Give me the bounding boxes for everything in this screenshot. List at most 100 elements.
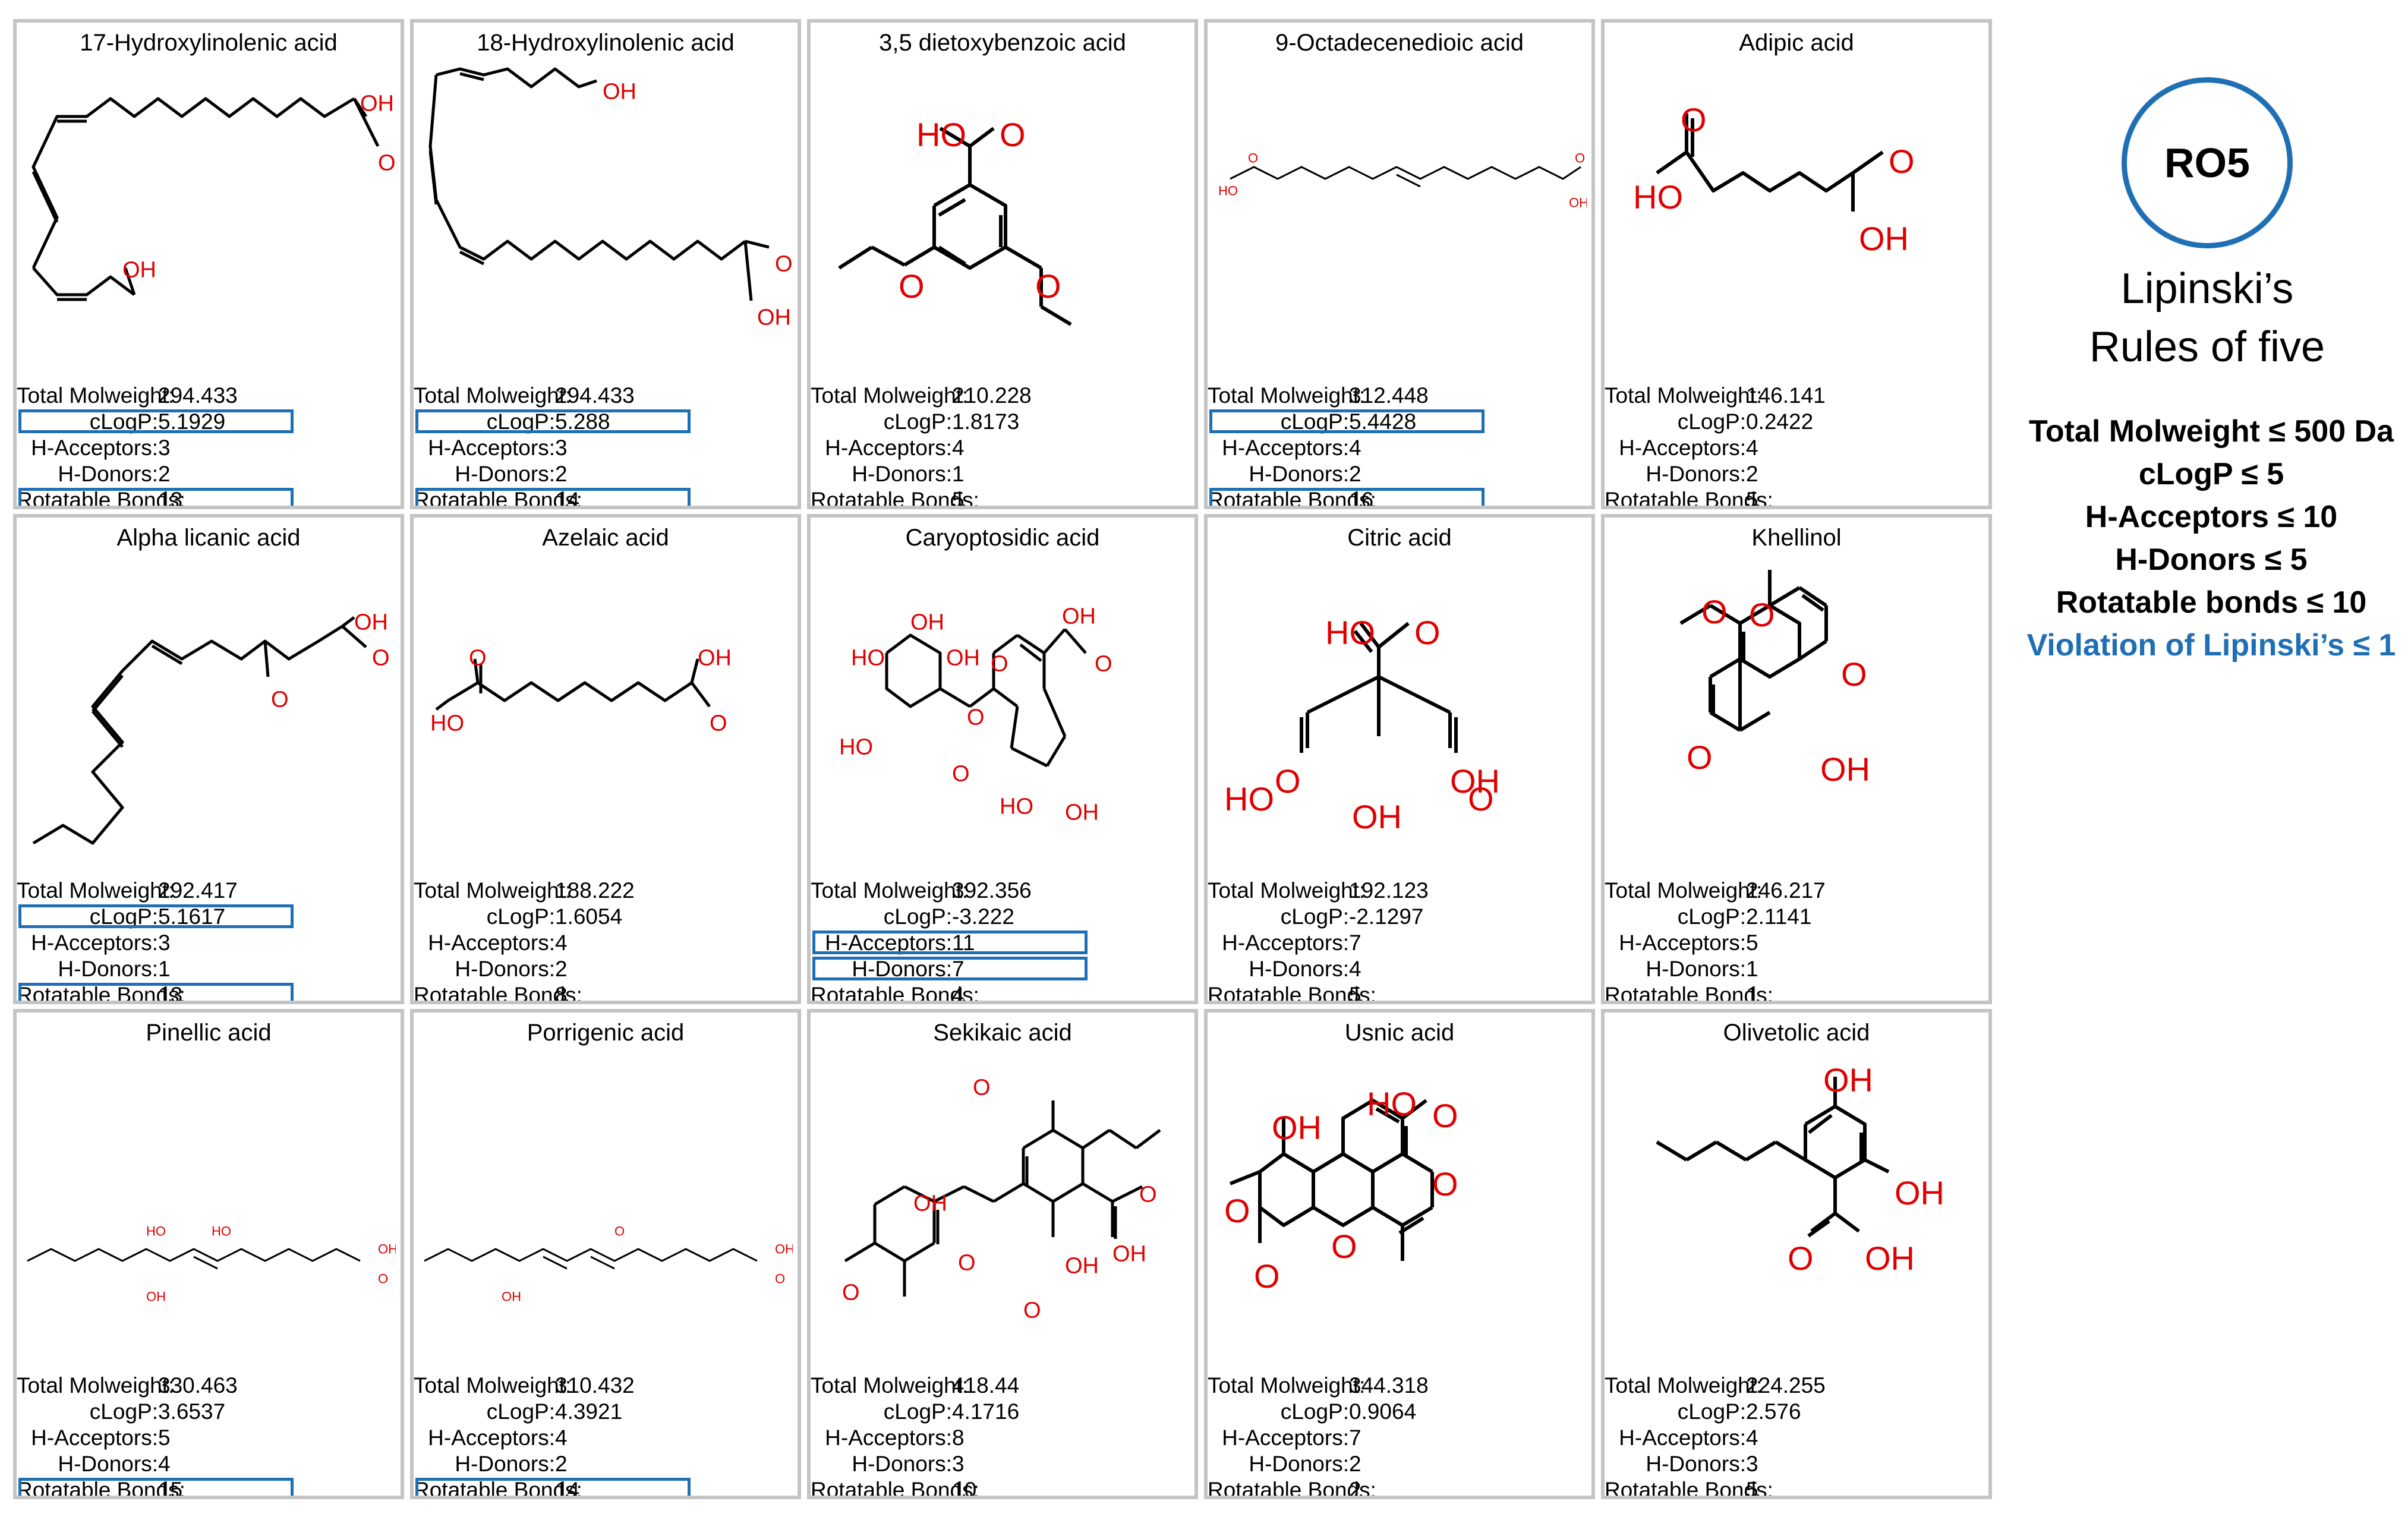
bond-chain — [1679, 604, 1712, 625]
property-clogp: cLogP:-3.222 — [811, 904, 1194, 930]
property-label: Total Molweight: — [17, 383, 175, 408]
property-value: 294.433 — [555, 383, 635, 408]
double-bond — [193, 1256, 218, 1270]
property-molweight: Total Molweight:392.356 — [811, 878, 1194, 904]
rule-clogp: cLogP ≤ 5 — [2138, 457, 2284, 491]
bond-chain — [1040, 305, 1072, 326]
property-value: 292.417 — [158, 878, 238, 903]
property-value: 2 — [158, 462, 171, 486]
compound-name: Citric acid — [1347, 525, 1452, 551]
bond — [435, 699, 449, 711]
property-value: 4 — [952, 983, 965, 1004]
atom-label: OH — [1865, 1240, 1915, 1277]
compound-name: Pinellic acid — [146, 1020, 272, 1046]
bond-chain — [32, 267, 135, 297]
property-molweight: Total Molweight:294.433 — [414, 383, 798, 409]
property-value: 7 — [1349, 1425, 1361, 1450]
property-h-donors: H-Donors:1 — [811, 461, 1194, 487]
atom-label: O — [1000, 116, 1026, 153]
bond-chain — [1064, 628, 1087, 654]
property-value: 10 — [952, 1478, 977, 1499]
property-h-acceptors: H-Acceptors:7 — [1208, 1425, 1591, 1451]
bond-chain — [903, 245, 935, 267]
bond-chain — [969, 127, 995, 148]
property-value: 1.8173 — [952, 409, 1020, 434]
double-bond — [92, 710, 124, 748]
atom-label: O — [1035, 267, 1061, 305]
property-clogp: cLogP:3.6537 — [17, 1399, 401, 1425]
atom-label: O — [1414, 614, 1441, 651]
property-value: 2 — [555, 957, 568, 981]
property-h-acceptors: H-Acceptors:4 — [1605, 435, 1988, 461]
property-h-acceptors: H-Acceptors:3 — [414, 435, 798, 461]
double-bond — [1396, 174, 1421, 188]
property-molweight: Total Molweight:224.255 — [1605, 1373, 1988, 1399]
compound-name: Caryoptosidic acid — [905, 525, 1100, 551]
property-h-acceptors: H-Acceptors:4 — [414, 930, 798, 956]
property-label: Total Molweight: — [811, 383, 969, 408]
atom-label: OH — [1823, 1061, 1873, 1099]
atom-label: OH — [1859, 220, 1909, 257]
property-value: 5 — [1746, 1478, 1758, 1499]
atom-label: O — [1687, 739, 1713, 776]
property-value: -3.222 — [952, 904, 1014, 929]
atom-label: OH — [698, 645, 732, 670]
property-label: Rotatable Bonds: — [811, 488, 979, 509]
atom-label: O — [1701, 593, 1728, 630]
property-label: H-Acceptors: — [1619, 1425, 1746, 1450]
atom-label: O — [1681, 101, 1707, 138]
property-value: 5 — [158, 1425, 171, 1450]
atom-label: HO — [1218, 184, 1238, 198]
property-value: 11 — [952, 931, 975, 955]
property-label: cLogP: — [486, 904, 555, 929]
bond — [341, 625, 367, 648]
property-value: 5.1617 — [158, 904, 226, 929]
compound-name: Usnic acid — [1344, 1020, 1455, 1046]
property-molweight: Total Molweight:146.141 — [1605, 383, 1988, 409]
ro5-legend: RO5 Lipinski’s Rules of five Total Molwe… — [2015, 0, 2408, 683]
atom-label: O — [1224, 1192, 1250, 1229]
property-value: 0.9064 — [1349, 1399, 1417, 1424]
property-label: H-Acceptors: — [1222, 436, 1349, 460]
property-clogp: cLogP:5.1617 — [17, 904, 401, 930]
property-value: 13 — [158, 488, 183, 509]
property-h-donors: H-Donors:2 — [414, 956, 798, 982]
property-value: 1 — [1746, 983, 1758, 1004]
atom-label: O — [775, 251, 793, 276]
atom-label: HO — [1367, 1085, 1417, 1122]
property-label: Rotatable Bonds: — [17, 983, 185, 1004]
double-bond — [543, 1256, 568, 1270]
property-value: 224.255 — [1746, 1373, 1826, 1398]
atom-label: O — [1749, 596, 1775, 633]
property-label: cLogP: — [1280, 409, 1349, 434]
bond-chain — [1709, 711, 1741, 732]
bond-chain — [874, 1241, 906, 1263]
atom-label: OH — [378, 1242, 396, 1257]
atom-label: OH — [1352, 798, 1402, 835]
property-label: H-Acceptors: — [428, 1425, 555, 1450]
property-label: cLogP: — [89, 409, 158, 434]
bond-chain — [1852, 150, 1884, 175]
bond-chain — [1045, 735, 1067, 767]
property-label: cLogP: — [89, 1399, 158, 1424]
property-label: Rotatable Bonds: — [17, 1478, 185, 1499]
bond-chain — [1709, 604, 1741, 625]
atom-label: O — [775, 1272, 785, 1286]
property-h-acceptors: H-Acceptors:4 — [1605, 1425, 1988, 1451]
property-value: 5.1929 — [158, 409, 226, 434]
double-bond — [1353, 630, 1373, 653]
bond-chain — [1745, 1140, 1777, 1162]
bond-chain — [1401, 1152, 1433, 1174]
bond-chain — [447, 681, 693, 702]
property-value: 5 — [1746, 931, 1758, 955]
bond-chain — [939, 687, 971, 708]
